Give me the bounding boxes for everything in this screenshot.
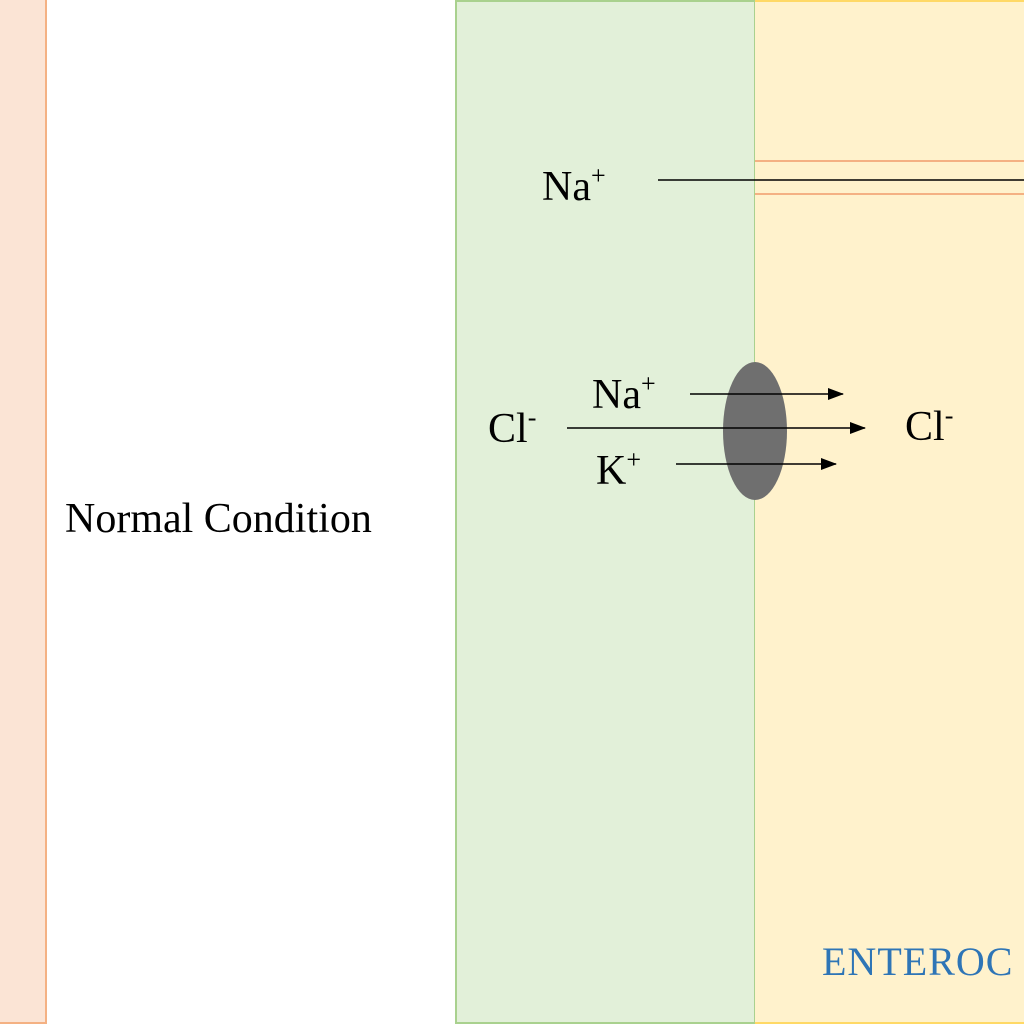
cell-chloride-ion-label: Cl- <box>905 403 953 450</box>
condition-label: Normal Condition <box>65 496 372 542</box>
lumen-chloride-ion-label: Cl- <box>488 405 536 452</box>
ion-symbol: Cl <box>905 404 945 450</box>
nkcc-cotransporter-icon <box>723 362 787 500</box>
transporter-potassium-ion-label: K+ <box>596 447 641 494</box>
ion-symbol: Cl <box>488 406 528 452</box>
transporter-sodium-ion-label: Na+ <box>592 371 656 418</box>
ion-charge: - <box>944 401 954 431</box>
ion-charge: + <box>640 369 656 399</box>
ion-symbol: K <box>596 448 627 494</box>
left-strip <box>0 0 47 1024</box>
enterocyte-region <box>755 0 1024 1024</box>
lumen-region <box>455 0 756 1024</box>
ion-charge: - <box>527 403 537 433</box>
ion-symbol: Na <box>592 372 641 418</box>
ion-charge: + <box>590 161 606 191</box>
lumen-sodium-ion-label: Na+ <box>542 163 606 210</box>
enterocyte-label: ENTEROC <box>822 939 1014 984</box>
ion-symbol: Na <box>542 164 591 210</box>
ion-charge: + <box>626 445 642 475</box>
